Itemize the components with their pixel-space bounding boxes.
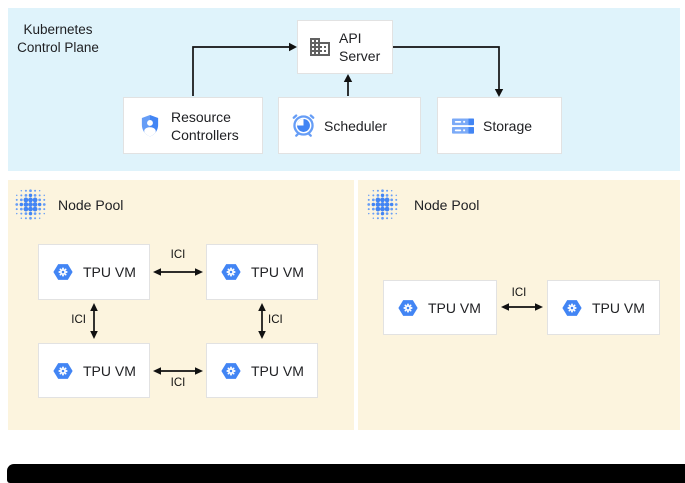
shield-user-icon — [141, 114, 159, 136]
bottom-black-bar — [7, 464, 685, 483]
hexagon-gear-icon — [221, 362, 241, 379]
node-label: TPU VM — [83, 362, 136, 379]
node-label: TPU VM — [592, 299, 645, 316]
node-label: Storage — [483, 117, 533, 134]
hexagon-gear-icon — [53, 362, 73, 379]
hexagon-gear-icon — [398, 299, 418, 316]
storage-disks-icon — [452, 118, 474, 134]
storage-node: Storage — [437, 97, 562, 154]
scheduler-node: Scheduler — [278, 97, 421, 154]
node-label: TPU VM — [428, 299, 481, 316]
node-label: API Server — [339, 30, 381, 64]
node-pool-title: Node Pool — [414, 197, 480, 213]
ici-link-label: ICI — [268, 314, 283, 326]
api-server-node: API Server — [297, 20, 393, 74]
hexagon-gear-icon — [562, 299, 582, 316]
building-icon — [310, 38, 330, 56]
node-pool-title: Node Pool — [58, 197, 124, 213]
ici-link-label: ICI — [170, 249, 186, 261]
resource-controllers-node: Resource Controllers — [123, 97, 263, 154]
node-label: Resource Controllers — [171, 108, 239, 143]
control-plane-title: Kubernetes Control Plane — [17, 22, 99, 55]
node-label: TPU VM — [83, 264, 136, 280]
alarm-clock-pie-icon — [292, 114, 315, 137]
ici-link-label: ICI — [71, 314, 86, 326]
node-label: Scheduler — [324, 117, 388, 134]
node-label: TPU VM — [251, 264, 304, 280]
tpu-vm-node: TPU VM — [206, 244, 318, 300]
tpu-vm-node: TPU VM — [547, 280, 660, 335]
ici-link-label: ICI — [170, 377, 186, 389]
hexagon-gear-icon — [221, 264, 241, 280]
node-pool-dots-icon — [15, 189, 46, 220]
ici-link-label: ICI — [511, 287, 527, 299]
tpu-vm-node: TPU VM — [38, 343, 150, 398]
hexagon-gear-icon — [53, 264, 73, 280]
tpu-vm-node: TPU VM — [206, 343, 318, 398]
node-pool-dots-icon — [367, 189, 398, 220]
tpu-vm-node: TPU VM — [383, 280, 497, 335]
node-label: TPU VM — [251, 362, 304, 379]
tpu-vm-node: TPU VM — [38, 244, 150, 300]
